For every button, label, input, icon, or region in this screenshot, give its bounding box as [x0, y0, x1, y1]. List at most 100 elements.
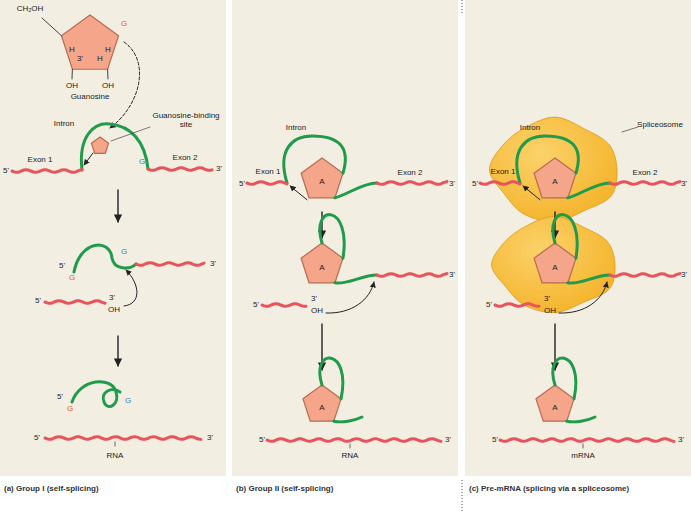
- intron-strand: [568, 275, 610, 283]
- leader-line: [111, 127, 150, 141]
- part-label: Intron: [520, 124, 540, 133]
- part-label: G: [67, 405, 73, 414]
- part-label: 5': [3, 167, 9, 176]
- attack-arrow: [326, 282, 374, 313]
- part-label: OH: [108, 306, 120, 315]
- part-label: 3': [216, 165, 222, 174]
- step-arrow: [117, 336, 118, 366]
- sugar-ring: [534, 158, 576, 198]
- tick: [115, 442, 116, 446]
- exon-strand: [136, 263, 204, 266]
- intron-lariat: [320, 215, 344, 259]
- panel-ground: [232, 0, 458, 476]
- exon-strand: [148, 168, 212, 171]
- sugar-ring: [301, 243, 343, 283]
- bond: [72, 69, 73, 79]
- sugar-ring: [536, 385, 574, 421]
- panel-ground: [465, 0, 691, 476]
- intron-lariat: [553, 358, 576, 399]
- part-label: G: [121, 248, 127, 257]
- exon-strand: [500, 439, 674, 442]
- exon-strand: [480, 182, 520, 185]
- part-label: Spliceosome: [637, 121, 683, 130]
- part-label: G: [139, 158, 145, 167]
- part-label: G: [69, 274, 75, 283]
- part-label: Guanosine-binding site: [152, 112, 220, 130]
- panel-caption: (b) Group II (self-splicing): [236, 484, 333, 493]
- part-label: Exon 1: [28, 156, 53, 165]
- part-label: RNA: [342, 452, 359, 461]
- part-label: 3': [449, 271, 455, 280]
- intron-strand: [517, 136, 579, 183]
- part-label: RNA: [107, 452, 124, 461]
- exon-strand: [247, 182, 287, 185]
- exon-strand: [12, 170, 82, 173]
- part-label: 3': [544, 295, 550, 304]
- part-label: 5': [239, 180, 245, 189]
- panel: (b) Group II (self-splicing): [232, 0, 458, 510]
- tick: [583, 444, 584, 448]
- step-arrow: [117, 190, 118, 222]
- part-label: Exon 2: [633, 169, 658, 178]
- part-label: Intron: [286, 124, 306, 133]
- part-label: 3': [210, 260, 216, 269]
- exon-strand: [267, 439, 441, 442]
- part-label: 3': [449, 180, 455, 189]
- intron-lariat: [320, 358, 343, 399]
- dotted-rule: [462, 480, 463, 512]
- tick: [350, 444, 351, 448]
- part-label: H: [69, 46, 75, 55]
- part-label: OH: [544, 307, 556, 316]
- panel-ground: [0, 0, 226, 476]
- part-label: 5': [486, 301, 492, 310]
- exon-strand: [45, 437, 201, 440]
- part-label: OH: [102, 82, 114, 91]
- spliceosome-blob: [489, 117, 617, 222]
- panel-caption: (c) Pre-mRNA (splicing via a spliceosome…: [469, 484, 629, 493]
- intron-strand: [568, 183, 610, 198]
- part-label: A: [552, 264, 557, 273]
- exon-strand: [262, 304, 306, 307]
- part-label: 3': [109, 294, 115, 303]
- intron-strand: [335, 275, 377, 283]
- intron-lariat: [553, 215, 577, 259]
- leader-line: [622, 127, 638, 132]
- part-label: OH: [311, 307, 323, 316]
- part-label: Exon 1: [256, 168, 281, 177]
- part-label: H: [97, 55, 103, 64]
- sugar-ring: [91, 137, 108, 153]
- sugar-ring: [534, 243, 576, 283]
- part-label: 5': [34, 434, 40, 443]
- part-label: A: [552, 404, 557, 413]
- sugar-ring: [303, 385, 341, 421]
- intron-strand: [74, 245, 136, 272]
- part-label: 5': [35, 297, 41, 306]
- part-label: 3': [445, 436, 451, 445]
- part-label: A: [319, 178, 324, 187]
- part-label: 5': [492, 436, 498, 445]
- attack-arrow: [559, 282, 607, 313]
- part-label: CH₂OH: [17, 5, 44, 14]
- intron-strand: [284, 136, 346, 183]
- attack-arrow: [290, 186, 307, 200]
- part-label: 5': [259, 436, 265, 445]
- panel-caption: (a) Group I (self-splicing): [4, 484, 99, 493]
- intron-strand: [335, 183, 377, 198]
- part-label: 5': [59, 262, 65, 271]
- part-label: H: [105, 46, 111, 55]
- part-label: Exon 2: [398, 169, 423, 178]
- part-label: G: [125, 397, 131, 406]
- exon-strand: [377, 182, 447, 185]
- part-label: Intron: [54, 120, 74, 129]
- part-label: OH: [66, 82, 78, 91]
- exon-strand: [495, 304, 539, 307]
- intron-tail: [334, 417, 362, 422]
- part-label: Exon 2: [173, 154, 198, 163]
- part-label: G: [121, 20, 127, 29]
- part-label: 3': [681, 271, 687, 280]
- part-label: mRNA: [571, 452, 595, 461]
- part-label: A: [319, 264, 324, 273]
- intron-strand: [81, 124, 148, 170]
